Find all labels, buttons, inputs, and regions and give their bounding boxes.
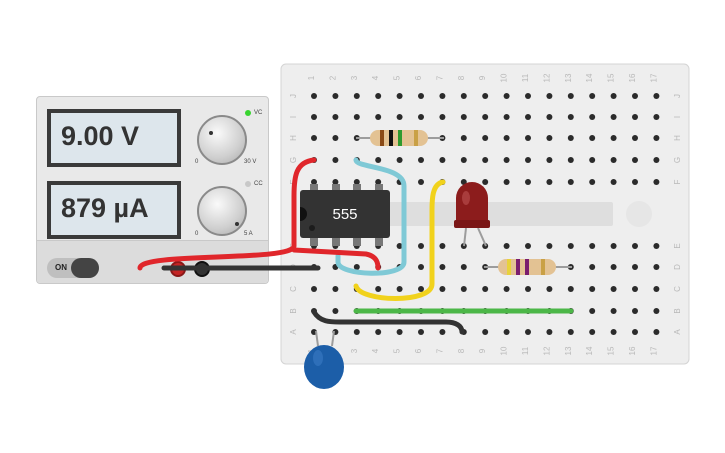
power-switch[interactable]: ON	[47, 258, 99, 278]
power-switch-thumb[interactable]	[71, 258, 99, 278]
cc-led	[245, 181, 251, 187]
voltage-display: 9.00 V	[47, 109, 181, 167]
chip-pins-top	[310, 184, 383, 194]
ceramic-capacitor[interactable]	[304, 330, 344, 389]
power-supply[interactable]: 9.00 V 879 µA VC 0 30 V CC 0 5 A ON	[36, 96, 269, 284]
red-wire-branch[interactable]	[291, 247, 381, 271]
cyan-wire[interactable]	[335, 157, 407, 276]
voltage-knob-min: 0	[195, 159, 199, 165]
current-readout: 879 µA	[61, 193, 149, 223]
red-led[interactable]	[454, 182, 490, 247]
current-knob-max: 5 A	[244, 231, 253, 237]
voltage-readout: 9.00 V	[61, 121, 140, 151]
current-display: 879 µA	[47, 181, 181, 239]
yellow-wire[interactable]	[353, 179, 446, 301]
cc-label: CC	[254, 181, 263, 187]
current-knob-min: 0	[195, 231, 199, 237]
chip-pins-bottom	[310, 236, 383, 246]
chip-body	[300, 190, 390, 238]
cv-label: VC	[254, 110, 263, 116]
black-wire-ground[interactable]	[311, 309, 465, 335]
current-knob[interactable]	[197, 186, 247, 236]
chip-555[interactable]: 555	[300, 184, 390, 246]
cv-led	[245, 110, 251, 116]
power-switch-label: ON	[55, 263, 67, 272]
resistor-bottom[interactable]	[484, 259, 572, 275]
red-wire[interactable]	[137, 157, 317, 271]
chip-label: 555	[332, 206, 357, 223]
chip-pin1-marker	[309, 225, 315, 231]
chip-notch	[300, 207, 307, 221]
resistor-top[interactable]	[356, 130, 444, 146]
voltage-knob-max: 30 V	[244, 159, 257, 165]
voltage-knob[interactable]	[197, 115, 247, 165]
